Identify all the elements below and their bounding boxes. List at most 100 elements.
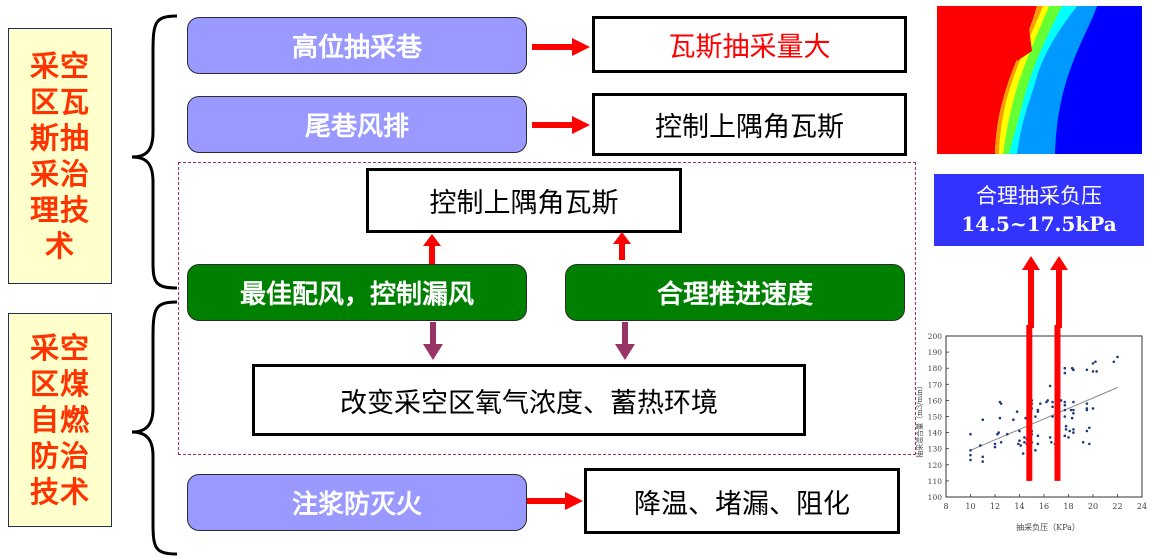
data-point (1018, 439, 1021, 442)
x-tick-label: 12 (990, 502, 1000, 511)
best-ventilation-text: 最佳配风，控制漏风 (239, 280, 474, 310)
change-environment-text: 改变采空区氧气浓度、蓄热环境 (340, 387, 718, 419)
best-ventilation-method: 最佳配风，控制漏风 (187, 264, 527, 321)
data-point (1023, 440, 1026, 444)
highlight-bar (1054, 325, 1061, 481)
data-point (1091, 407, 1095, 410)
section-label-fire: 采空区煤自燃防治技术 (8, 313, 112, 527)
data-point (1063, 403, 1067, 407)
y-tick-label: 130 (928, 445, 943, 454)
section-label-fire-text: 采空区煤自燃防治技术 (29, 331, 90, 509)
data-point (1072, 411, 1075, 415)
control-corner-gas-box-text: 控制上隅角瓦斯 (429, 188, 619, 219)
data-point (979, 444, 982, 447)
cooling-text: 降温、堵漏、阻化 (634, 488, 850, 520)
data-point (1063, 371, 1067, 375)
y-tick-label: 140 (928, 429, 943, 438)
x-tick-label: 10 (965, 502, 975, 511)
data-point (1072, 368, 1075, 372)
y-tick-label: 190 (928, 348, 943, 357)
grouting-text: 注浆防灭火 (291, 490, 422, 520)
data-point (998, 416, 1002, 420)
data-point (1069, 408, 1073, 412)
data-point (1085, 402, 1089, 405)
x-tick-label: 20 (1088, 502, 1098, 511)
highlight-bar (1026, 325, 1033, 481)
arrow-down-icon (423, 322, 443, 360)
data-point (1088, 442, 1091, 446)
x-tick-label: 14 (1014, 502, 1024, 511)
high-roadway-method: 高位抽采巷 (187, 17, 527, 74)
data-point (1085, 368, 1089, 372)
arrow-up-icon (423, 234, 441, 264)
control-corner-gas-box: 控制上隅角瓦斯 (366, 168, 682, 233)
data-point (1063, 400, 1067, 404)
y-tick-label: 100 (928, 493, 943, 502)
data-point (1072, 400, 1075, 404)
data-point (1068, 429, 1072, 433)
x-tick-label: 8 (943, 502, 948, 511)
data-point (1070, 416, 1074, 420)
y-tick-label: 110 (928, 477, 943, 486)
grouting-method: 注浆防灭火 (187, 474, 527, 531)
x-tick-label: 22 (1112, 502, 1122, 511)
data-point (981, 455, 985, 459)
control-corner-gas-text: 控制上隅角瓦斯 (655, 112, 844, 143)
data-point (1036, 410, 1040, 413)
data-point (999, 402, 1003, 405)
data-point (1063, 366, 1067, 370)
data-point (1018, 429, 1021, 433)
arrow-up-icon (1022, 256, 1040, 328)
data-point (1112, 360, 1116, 364)
x-axis-label: 抽采负压（KPa） (1016, 522, 1080, 532)
data-point (1064, 428, 1068, 431)
reasonable-speed-text: 合理推进速度 (656, 280, 813, 310)
section-label-gas: 采空区瓦斯抽采治理技术 (8, 28, 112, 284)
change-environment-result: 改变采空区氧气浓度、蓄热环境 (252, 364, 806, 436)
ventilation-group-box (178, 162, 916, 455)
data-point (993, 442, 997, 446)
pressure-title: 合理抽采负压 (976, 184, 1102, 208)
arrow-right-icon (527, 492, 583, 510)
data-point (997, 431, 1000, 434)
data-point (1051, 405, 1054, 409)
data-point (1063, 408, 1067, 412)
pressure-range: 14.5~17.5kPa (961, 212, 1117, 236)
arrow-right-icon (532, 116, 590, 134)
data-point (969, 432, 972, 436)
data-point (1072, 408, 1075, 412)
data-point (1048, 436, 1052, 439)
data-point (1085, 408, 1089, 412)
data-point (1094, 360, 1097, 364)
data-point (999, 440, 1003, 444)
data-point (1034, 415, 1037, 418)
y-axis-label: 抽采混合量（m3/min） (915, 382, 924, 458)
brace-upper-icon (131, 14, 178, 290)
data-point (1072, 431, 1075, 434)
data-point (1081, 440, 1085, 444)
gas-extraction-result: 瓦斯抽采量大 (592, 16, 907, 73)
data-point (1064, 424, 1068, 428)
data-point (1095, 370, 1098, 373)
data-point (1039, 402, 1042, 405)
brace-lower-icon (131, 300, 178, 556)
data-point (1036, 442, 1040, 446)
data-point (1005, 432, 1009, 436)
data-point (1063, 415, 1067, 418)
cooling-result: 降温、堵漏、阻化 (584, 468, 900, 534)
data-point (1023, 436, 1026, 439)
tail-roadway-text: 尾巷风排 (304, 112, 409, 142)
data-point (1051, 415, 1054, 418)
data-point (1012, 418, 1015, 422)
x-tick-label: 24 (1137, 502, 1147, 511)
reasonable-speed-method: 合理推进速度 (565, 264, 905, 321)
arrow-right-icon (532, 38, 590, 56)
data-point (981, 460, 985, 463)
data-point (1015, 410, 1019, 413)
arrow-down-icon (615, 322, 635, 360)
data-point (969, 453, 972, 457)
data-point (969, 449, 972, 452)
data-point (1091, 370, 1095, 373)
arrow-up-icon (1050, 256, 1068, 328)
